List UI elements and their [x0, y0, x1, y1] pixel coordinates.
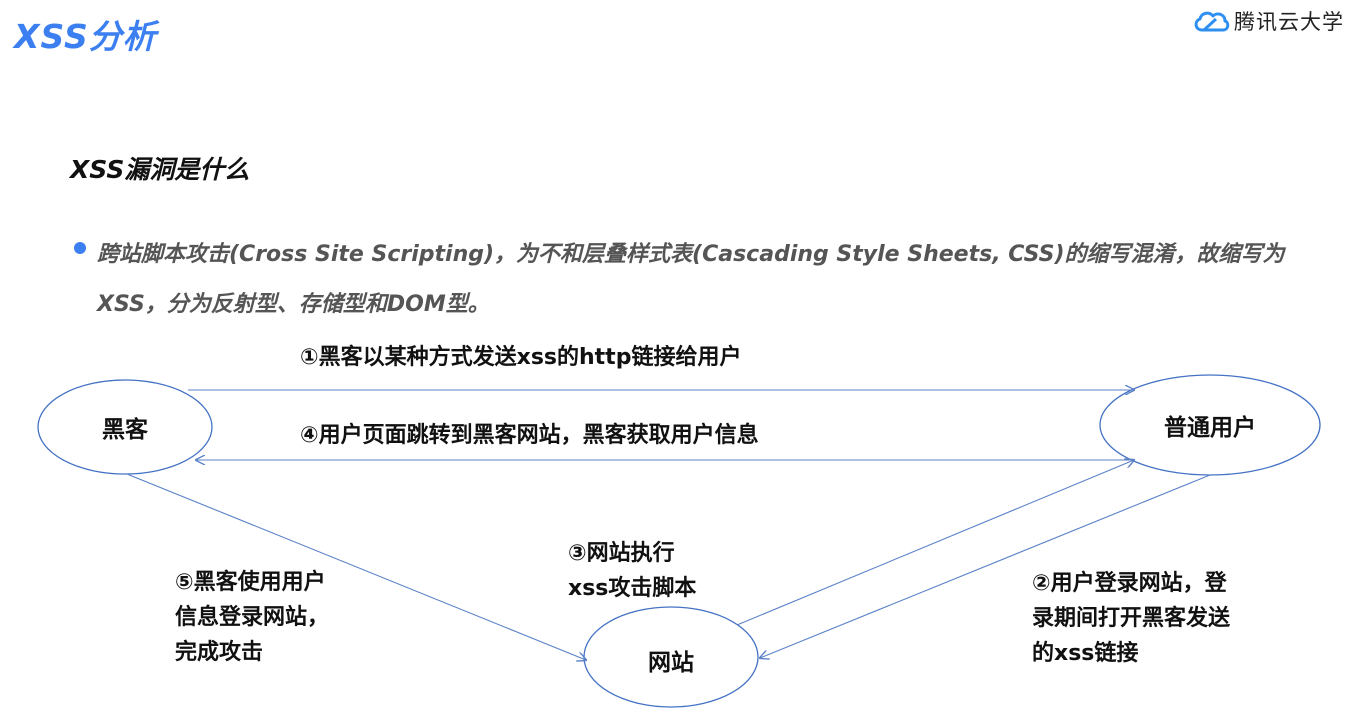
hacker-node: [37, 379, 213, 475]
brand-name: 腾讯云大学: [1234, 10, 1344, 34]
step2-label: ②用户登录网站，登 录期间打开黑客发送 的xss链接: [1032, 566, 1230, 671]
bullet-dot: [74, 242, 86, 254]
step5-label: ⑤黑客使用用户 信息登录网站， 完成攻击: [175, 565, 329, 670]
step5-line-2: 信息登录网站，: [175, 605, 330, 630]
step2-line-3: 的xss链接: [1032, 641, 1139, 666]
step5-line-3: 完成攻击: [175, 640, 264, 665]
step3-line-2: xss攻击脚本: [568, 576, 697, 601]
step5-line-1: ⑤黑客使用用户: [175, 570, 326, 595]
step1-label: ①黑客以某种方式发送xss的http链接给用户: [300, 345, 742, 370]
website-label: 网站: [648, 650, 694, 676]
brand-logo: 腾讯云大学: [1192, 6, 1344, 36]
page-title: XSS分析: [14, 17, 157, 56]
step3-line-1: ③网站执行: [568, 541, 675, 566]
step2-line-2: 录期间打开黑客发送: [1032, 606, 1231, 631]
section-title: XSS漏洞是什么: [70, 155, 250, 184]
edge-step5-arrow: [126, 473, 586, 660]
step2-line-1: ②用户登录网站，登: [1032, 571, 1227, 596]
edge-step3-arrow: [736, 460, 1134, 626]
step4-label: ④用户页面跳转到黑客网站，黑客获取用户信息: [300, 423, 759, 448]
step3-label: ③网站执行 xss攻击脚本: [568, 536, 696, 606]
hacker-label: 黑客: [102, 417, 148, 443]
user-label: 普通用户: [1164, 415, 1256, 441]
edge-step2-arrow: [760, 474, 1211, 658]
cloud-icon: [1194, 11, 1230, 32]
bullet-text: 跨站脚本攻击(Cross Site Scripting)，为不和层叠样式表(Ca…: [97, 242, 1285, 317]
